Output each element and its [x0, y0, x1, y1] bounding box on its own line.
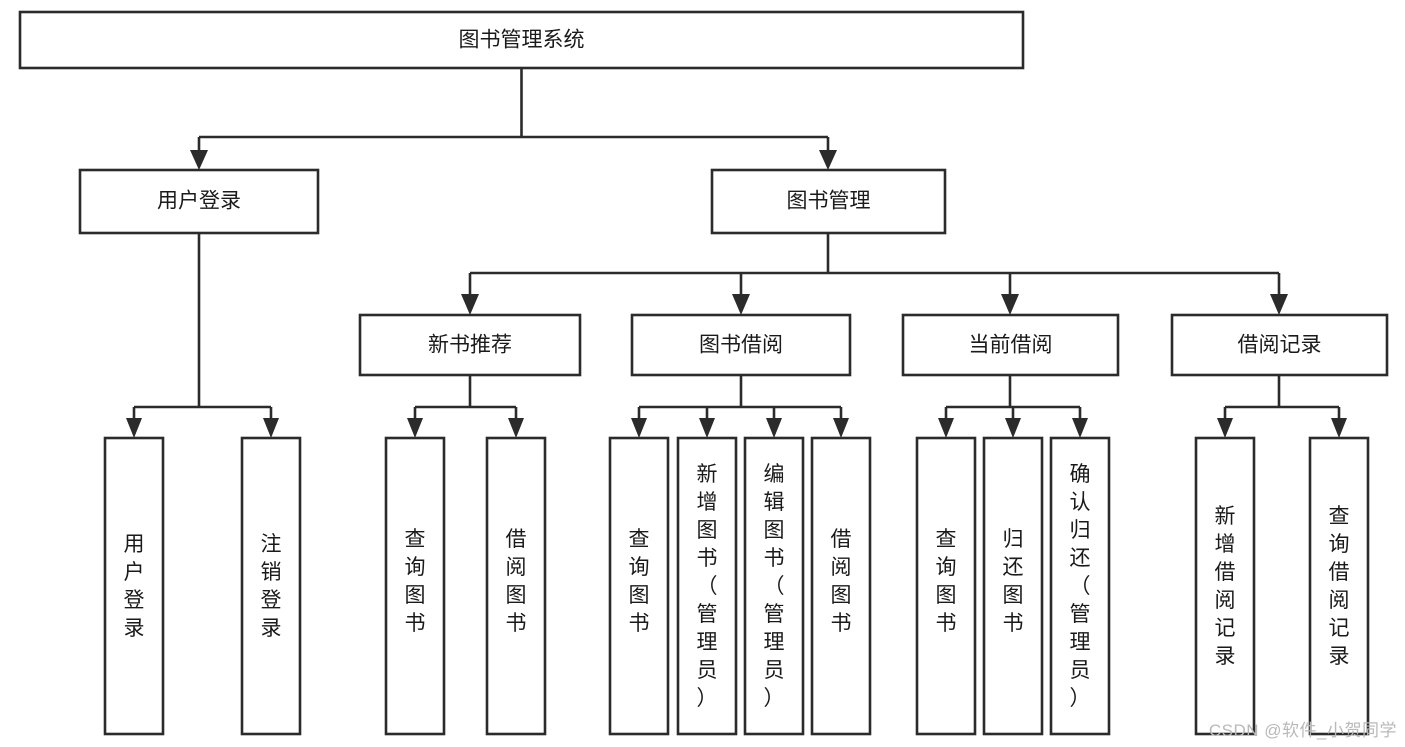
arrowhead-leaf-user-logout	[263, 418, 279, 438]
node-leaf-query-book-current[interactable]: 查询图书	[915, 436, 977, 736]
node-new-book-recommend-box[interactable]	[358, 313, 582, 377]
arrowhead-book-borrow	[732, 294, 750, 315]
node-leaf-confirm-return-admin-box[interactable]	[1049, 436, 1111, 736]
node-book-management-box[interactable]	[710, 168, 947, 235]
node-leaf-query-book-borrow-box[interactable]	[608, 436, 670, 736]
node-leaf-add-borrow-record-box[interactable]	[1194, 436, 1256, 736]
node-current-borrow-box[interactable]	[901, 313, 1120, 377]
node-leaf-query-book-recommend-label: 查询图书	[405, 528, 426, 635]
arrowhead-leaf-query-book-recommend	[407, 418, 423, 438]
node-leaf-user-login[interactable]: 用户登录	[103, 436, 165, 736]
node-leaf-add-book-admin[interactable]: 新增图书（管理员）	[676, 436, 738, 736]
node-book-borrow[interactable]: 图书借阅	[630, 313, 852, 377]
node-leaf-borrow-book-box[interactable]	[810, 436, 872, 736]
node-root-box[interactable]	[18, 10, 1025, 70]
node-leaf-add-borrow-record-label: 新增借阅记录	[1215, 505, 1236, 668]
node-leaf-query-book-borrow[interactable]: 查询图书	[608, 436, 670, 736]
arrowhead-book-management	[819, 150, 837, 170]
node-book-management[interactable]: 图书管理	[710, 168, 947, 235]
arrowhead-leaf-edit-book-admin	[766, 418, 782, 438]
node-book-borrow-label: 图书借阅	[699, 334, 783, 357]
arrowhead-leaf-borrow-book	[833, 418, 849, 438]
node-leaf-user-logout-box[interactable]	[240, 436, 302, 736]
arrowhead-leaf-return-book	[1005, 418, 1021, 438]
node-borrow-record-box[interactable]	[1170, 313, 1389, 377]
node-leaf-edit-book-admin-box[interactable]	[743, 436, 805, 736]
node-leaf-query-borrow-record-box[interactable]	[1308, 436, 1370, 736]
node-user-login[interactable]: 用户登录	[78, 168, 320, 235]
node-leaf-query-book-borrow-label: 查询图书	[629, 528, 650, 635]
arrowhead-leaf-query-book-current	[938, 418, 954, 438]
arrowhead-new-book-recommend	[461, 294, 479, 315]
node-current-borrow[interactable]: 当前借阅	[901, 313, 1120, 377]
node-new-book-recommend[interactable]: 新书推荐	[358, 313, 582, 377]
node-leaf-borrow-book-label: 借阅图书	[831, 528, 852, 635]
node-layer: 图书管理系统 用户登录 图书管理 新书推荐 图书借阅 当前	[18, 10, 1389, 736]
node-borrow-record[interactable]: 借阅记录	[1170, 313, 1389, 377]
arrowhead-current-borrow	[1001, 294, 1019, 315]
node-leaf-query-borrow-record[interactable]: 查询借阅记录	[1308, 436, 1370, 736]
node-current-borrow-label: 当前借阅	[969, 334, 1053, 357]
node-leaf-add-book-admin-label: 新增图书（管理员）	[697, 463, 718, 710]
node-root-label: 图书管理系统	[459, 29, 585, 52]
node-leaf-add-book-admin-box[interactable]	[676, 436, 738, 736]
arrowhead-borrow-record	[1270, 294, 1288, 315]
node-borrow-record-label: 借阅记录	[1238, 334, 1322, 357]
connector-layer	[126, 68, 1347, 438]
node-leaf-return-book[interactable]: 归还图书	[982, 436, 1044, 736]
node-new-book-recommend-label: 新书推荐	[428, 334, 512, 357]
node-leaf-borrow-book-recommend[interactable]: 借阅图书	[485, 436, 547, 736]
node-leaf-edit-book-admin-label: 编辑图书（管理员）	[764, 463, 785, 710]
node-leaf-user-login-box[interactable]	[103, 436, 165, 736]
node-book-management-label: 图书管理	[787, 190, 871, 213]
node-leaf-query-borrow-record-label: 查询借阅记录	[1329, 505, 1350, 668]
node-leaf-confirm-return-admin[interactable]: 确认归还（管理员）	[1049, 436, 1111, 736]
node-leaf-query-book-current-label: 查询图书	[936, 528, 957, 635]
node-leaf-query-book-recommend-box[interactable]	[384, 436, 446, 736]
arrowhead-leaf-borrow-book-recommend	[508, 418, 524, 438]
node-leaf-borrow-book-recommend-box[interactable]	[485, 436, 547, 736]
node-leaf-confirm-return-admin-label: 确认归还（管理员）	[1070, 463, 1091, 710]
arrowhead-leaf-add-book-admin	[699, 418, 715, 438]
node-leaf-user-login-label: 用户登录	[124, 533, 145, 640]
node-leaf-borrow-book-recommend-label: 借阅图书	[506, 528, 527, 635]
node-user-login-box[interactable]	[78, 168, 320, 235]
node-leaf-edit-book-admin[interactable]: 编辑图书（管理员）	[743, 436, 805, 736]
node-leaf-user-logout[interactable]: 注销登录	[240, 436, 302, 736]
arrowhead-user-login	[190, 150, 208, 170]
node-leaf-return-book-box[interactable]	[982, 436, 1044, 736]
node-leaf-query-book-recommend[interactable]: 查询图书	[384, 436, 446, 736]
node-user-login-label: 用户登录	[157, 190, 241, 213]
node-book-borrow-box[interactable]	[630, 313, 852, 377]
node-leaf-query-book-current-box[interactable]	[915, 436, 977, 736]
node-leaf-add-borrow-record[interactable]: 新增借阅记录	[1194, 436, 1256, 736]
arrowhead-leaf-query-borrow-record	[1331, 418, 1347, 438]
node-leaf-borrow-book[interactable]: 借阅图书	[810, 436, 872, 736]
arrowhead-leaf-user-login	[126, 418, 142, 438]
arrowhead-leaf-query-book-borrow	[631, 418, 647, 438]
arrowhead-leaf-confirm-return-admin	[1072, 418, 1088, 438]
node-leaf-return-book-label: 归还图书	[1003, 528, 1024, 635]
arrowhead-leaf-add-borrow-record	[1217, 418, 1233, 438]
node-leaf-user-logout-label: 注销登录	[261, 533, 282, 640]
node-root[interactable]: 图书管理系统	[18, 10, 1025, 70]
